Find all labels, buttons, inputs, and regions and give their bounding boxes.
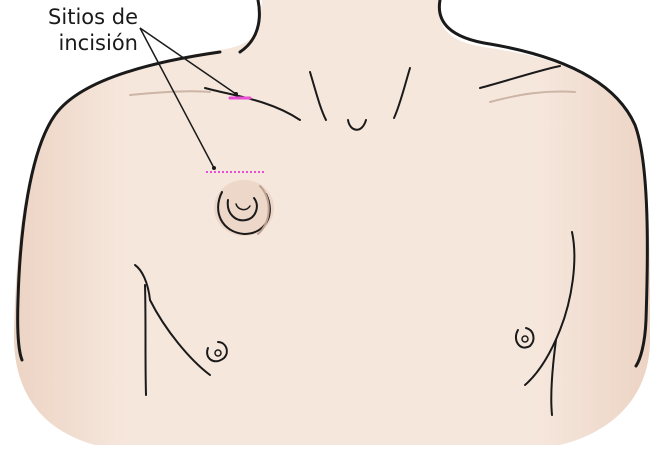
label-line-2: incisión [10,30,138,56]
leader-dot-lower [212,166,216,170]
leader-dot-upper [234,92,238,96]
implanted-port-icon [214,180,274,236]
incision-sites-label: Sitios de incisión [10,4,138,56]
label-line-1: Sitios de [10,4,138,30]
left-arm-inner-line [145,285,146,395]
